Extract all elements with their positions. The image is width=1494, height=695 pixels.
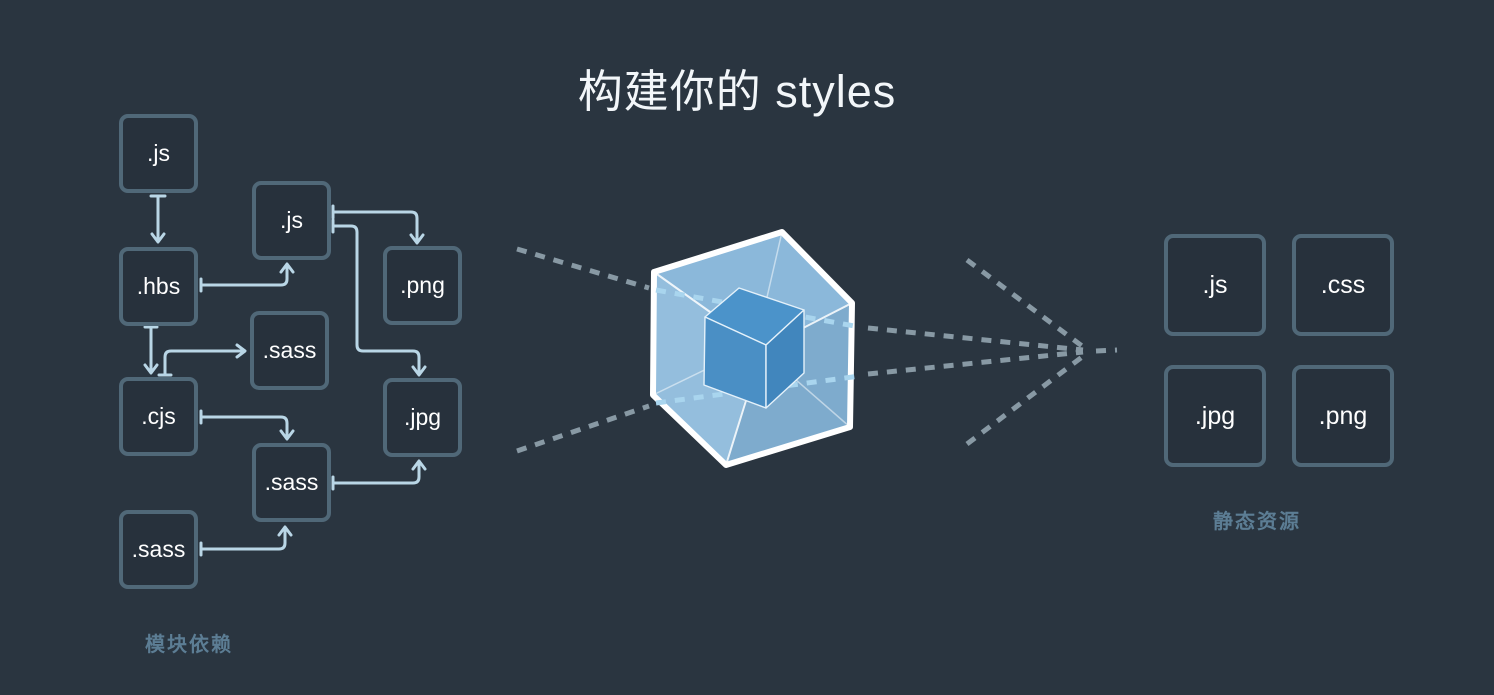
flow-line-out-lower bbox=[867, 349, 1084, 377]
left-diagram-caption: 模块依赖 bbox=[145, 634, 233, 656]
flow-line-out-upper bbox=[867, 325, 1084, 353]
arrow-js2-to-png bbox=[331, 204, 425, 245]
flow-line-in-lower bbox=[516, 403, 650, 454]
flow-dashed-lines bbox=[516, 246, 1118, 454]
module-box-sass-3: .sass bbox=[119, 510, 198, 589]
flow-arrowhead-upper bbox=[965, 257, 1088, 352]
flow-arrow-tip bbox=[1095, 347, 1118, 354]
module-box-js-1: .js bbox=[119, 114, 198, 193]
module-box-label: .jpg bbox=[403, 404, 442, 430]
page-title: 构建你的 styles bbox=[577, 66, 897, 117]
arrow-cjs-to-sass2 bbox=[199, 409, 295, 441]
module-box-png: .png bbox=[383, 246, 462, 325]
module-box-sass-1: .sass bbox=[250, 311, 329, 390]
asset-box-jpg: .jpg bbox=[1164, 365, 1266, 467]
asset-box-label: .js bbox=[1202, 270, 1228, 299]
arrow-js1-to-hbs bbox=[149, 194, 167, 244]
module-box-jpg: .jpg bbox=[383, 378, 462, 457]
asset-box-png: .png bbox=[1292, 365, 1394, 467]
module-box-label: .cjs bbox=[141, 403, 176, 429]
cube-outline bbox=[650, 229, 855, 468]
dependency-arrows bbox=[143, 194, 427, 557]
asset-box-css: .css bbox=[1292, 234, 1394, 336]
asset-box-label: .png bbox=[1318, 401, 1368, 430]
flow-line-in-upper bbox=[516, 246, 650, 291]
arrow-sass2-to-jpg bbox=[331, 459, 427, 491]
module-box-cjs: .cjs bbox=[119, 377, 198, 456]
module-box-hbs: .hbs bbox=[119, 247, 198, 326]
arrow-hbs-to-js2 bbox=[199, 262, 295, 293]
module-box-label: .hbs bbox=[136, 273, 181, 299]
module-box-label: .sass bbox=[131, 536, 186, 562]
inner-cube-right-face bbox=[765, 309, 805, 409]
asset-box-js: .js bbox=[1164, 234, 1266, 336]
right-panel-caption: 静态资源 bbox=[1213, 511, 1301, 533]
arrow-cjs-to-sass1 bbox=[157, 343, 247, 377]
asset-box-label: .css bbox=[1320, 270, 1366, 299]
inner-cube bbox=[703, 287, 805, 409]
arrow-hbs-to-cjs bbox=[143, 325, 159, 375]
module-box-js-2: .js bbox=[252, 181, 331, 260]
asset-box-label: .jpg bbox=[1194, 401, 1236, 430]
module-box-label: .png bbox=[400, 272, 445, 298]
module-box-sass-2: .sass bbox=[252, 443, 331, 522]
arrow-js2-to-jpg bbox=[331, 218, 427, 377]
module-box-label: .js bbox=[147, 140, 170, 166]
webpack-cube-icon bbox=[650, 229, 861, 468]
module-box-label: .sass bbox=[264, 469, 319, 495]
flow-arrowhead-lower bbox=[965, 352, 1088, 446]
module-box-label: .js bbox=[280, 207, 303, 233]
module-box-label: .sass bbox=[262, 337, 317, 363]
arrow-sass3-to-sass2 bbox=[199, 525, 293, 557]
